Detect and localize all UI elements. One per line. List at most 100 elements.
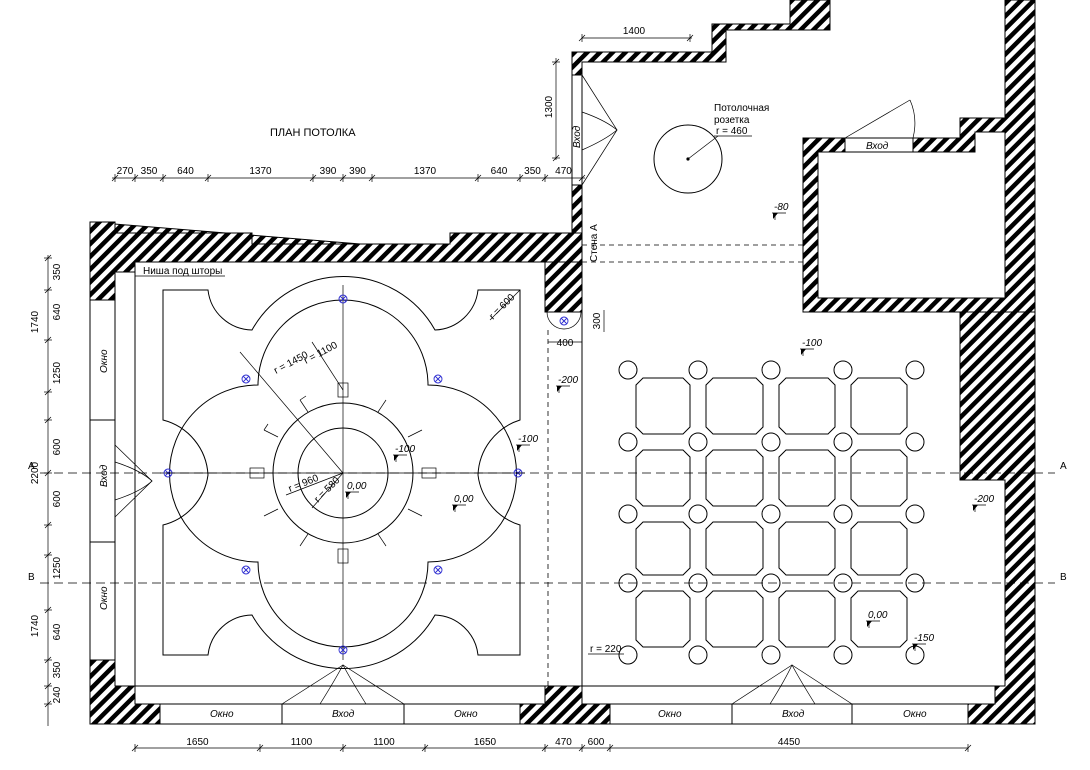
level-mark: 0,00	[452, 494, 474, 512]
level-value: -200	[558, 375, 578, 386]
level-mark: -200	[556, 375, 578, 393]
grid-light	[905, 360, 925, 380]
dimension-value: 600	[588, 737, 605, 748]
entrance-label: Вход	[866, 141, 889, 152]
level-mark: -200	[972, 494, 994, 512]
spot-light	[241, 374, 251, 384]
grid-panel	[778, 590, 836, 648]
dimension-value: 1650	[186, 737, 209, 748]
dimension-value: 1250	[52, 361, 63, 384]
grid-panel	[635, 377, 691, 435]
level-mark: -150	[912, 633, 934, 651]
walls	[89, 0, 1036, 725]
radius-label: r = 1100	[302, 340, 340, 367]
room-outlines	[89, 74, 995, 725]
dimension-value: 640	[491, 166, 508, 177]
grid-light	[618, 645, 638, 665]
rosette-radius: r = 460	[716, 126, 748, 137]
grid-panel	[635, 521, 691, 576]
door-swings	[114, 74, 916, 705]
level-value: 0,00	[868, 610, 888, 621]
wall-right-upper	[802, 0, 1036, 313]
entrance-corridor	[571, 74, 583, 186]
dimension-value: 270	[117, 166, 134, 177]
level-value: -100	[802, 338, 822, 349]
level-mark: -100	[800, 338, 822, 356]
dimension-value: 2200	[30, 461, 41, 484]
window-label: Окно	[658, 709, 682, 720]
dimension-value: 1740	[30, 614, 41, 637]
grid-light	[833, 504, 853, 524]
section-b-left: В	[28, 572, 35, 583]
dimension-value: 1300	[544, 95, 555, 118]
window-bottom-4	[851, 703, 969, 725]
wall-a-label: Стена А	[589, 224, 600, 262]
wall-bottom-left	[89, 659, 161, 725]
grid-panel	[850, 377, 908, 435]
radius-label: r = 600	[487, 292, 517, 322]
entrance-label: Вход	[332, 709, 355, 720]
window-label: Окно	[99, 586, 110, 610]
dimension-value: 1370	[414, 166, 437, 177]
level-mark: -80	[772, 202, 789, 220]
radius-label: r = 960	[287, 473, 321, 495]
level-value: -100	[395, 444, 415, 455]
dimension-value: 400	[557, 338, 574, 349]
window-label: Окно	[99, 349, 110, 373]
ceiling-rosette	[653, 124, 752, 194]
dimension-value: 470	[555, 166, 572, 177]
entrance-upper-right	[844, 137, 914, 153]
right-ceiling-grid	[618, 360, 925, 665]
entrance-label: Вход	[782, 709, 805, 720]
grid-light	[688, 645, 708, 665]
level-value: -150	[914, 633, 934, 644]
dimension-value: 1100	[373, 737, 395, 748]
spot-light	[338, 645, 348, 655]
level-mark: 0,00	[866, 610, 888, 628]
dimension-value: 4450	[778, 737, 801, 748]
dimension-value: 640	[52, 303, 63, 320]
section-b-right: В	[1060, 572, 1067, 583]
grid-panel	[705, 521, 764, 576]
spot-light	[241, 565, 251, 575]
grid-panel	[705, 590, 764, 648]
rosette-label-2: розетка	[714, 115, 750, 126]
grid-panel	[705, 377, 764, 435]
dimension-value: 240	[52, 686, 63, 703]
left-ceiling-figure	[160, 276, 525, 669]
grid-light	[833, 432, 853, 452]
wall-corridor-top	[571, 0, 831, 76]
wall-column-a	[544, 261, 583, 313]
grid-light	[761, 645, 781, 665]
grid-light	[833, 360, 853, 380]
level-mark: 0,00	[345, 481, 367, 499]
dimension-value: 640	[52, 623, 63, 640]
grid-panel	[778, 521, 836, 576]
inner-quatrefoil	[169, 299, 517, 648]
dimension-value: 1740	[30, 310, 41, 333]
window-bottom-2	[403, 703, 521, 725]
spot-light	[338, 294, 348, 304]
window-label: Окно	[903, 709, 927, 720]
grid-light	[688, 360, 708, 380]
dimension-value: 350	[52, 263, 63, 280]
radius-label: r = 220	[590, 644, 622, 655]
grid-light	[761, 504, 781, 524]
wall-top-left-a	[89, 221, 583, 301]
grid-panel	[635, 590, 691, 648]
niche-label: Ниша под шторы	[143, 266, 222, 277]
level-value: 0,00	[454, 494, 474, 505]
grid-panel	[635, 449, 691, 507]
dimension-value: 600	[52, 438, 63, 455]
spot-light	[433, 565, 443, 575]
dimension-value: 350	[524, 166, 541, 177]
grid-light	[618, 504, 638, 524]
grid-light	[761, 360, 781, 380]
grid-panel	[778, 449, 836, 507]
grid-light	[833, 645, 853, 665]
section-a-left: А	[28, 461, 35, 472]
rosette-label-1: Потолочная	[714, 103, 769, 114]
grid-light	[618, 360, 638, 380]
dimension-lines	[44, 34, 972, 752]
